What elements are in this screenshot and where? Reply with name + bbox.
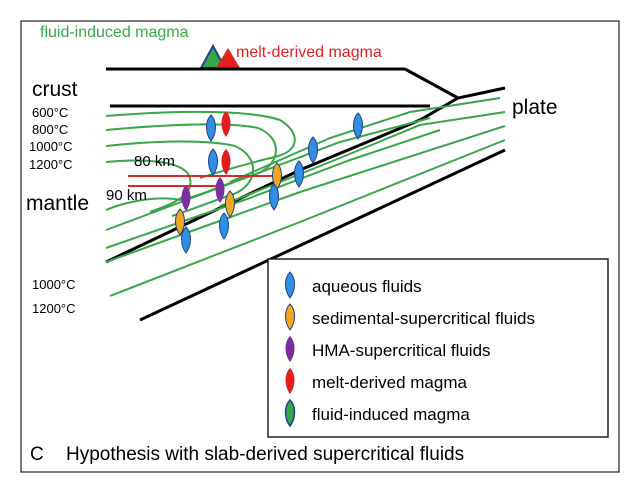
- depth-80km-label: 80 km: [134, 153, 175, 170]
- isotherm-1200-lower-label: 1200°C: [32, 301, 76, 316]
- aqueous-fluid-icon: [206, 114, 216, 142]
- aqueous-fluid-icon: [294, 160, 304, 188]
- isotherm-1000-label: 1000°C: [29, 139, 73, 154]
- legend: aqueous fluids sedimental-supercritical …: [267, 258, 609, 438]
- isotherm-600-label: 600°C: [32, 105, 68, 120]
- isotherm-slab-5: [105, 125, 506, 263]
- legend-item-label: HMA-supercritical fluids: [312, 341, 491, 360]
- melt-derived-magma-icon: [221, 111, 231, 137]
- melt-derived-magma-label: melt-derived magma: [236, 44, 382, 61]
- isotherm-slab-6: [109, 139, 506, 297]
- fluid-markers: [175, 111, 363, 254]
- sedimental-supercritical-fluid-icon: [225, 190, 235, 218]
- isotherm-600: [105, 110, 296, 179]
- isotherm-1200: [105, 159, 192, 213]
- legend-fluid-induced-magma-icon: [284, 399, 296, 427]
- caption-text: Hypothesis with slab-derived supercritic…: [66, 444, 464, 465]
- fluid-induced-magma-label: fluid-induced magma: [40, 24, 189, 41]
- aqueous-fluid-icon: [181, 226, 191, 254]
- depth-90km-label: 90 km: [106, 187, 147, 204]
- isotherm-1000-lower-label: 1000°C: [32, 277, 76, 292]
- isotherm-slab-3: [105, 117, 431, 231]
- isotherm-slab-1: [229, 97, 501, 183]
- crust-label: crust: [32, 78, 78, 101]
- caption-letter: C: [30, 444, 44, 465]
- legend-item-label: aqueous fluids: [312, 277, 422, 296]
- aqueous-fluid-icon: [208, 148, 218, 176]
- isotherm-800-label: 800°C: [32, 122, 68, 137]
- legend-box: [267, 258, 609, 438]
- legend-item-label: fluid-induced magma: [312, 405, 470, 424]
- trench-slope-line: [404, 67, 459, 100]
- isotherm-1000: [105, 140, 254, 217]
- melt-derived-volcano-icon: [216, 48, 240, 68]
- figure-frame: [20, 20, 620, 473]
- aqueous-fluid-icon: [353, 112, 363, 140]
- aqueous-fluid-icon: [269, 183, 279, 211]
- isotherm-1200-label: 1200°C: [29, 157, 73, 172]
- plate-label: plate: [512, 96, 558, 119]
- slab-bottom-line: [139, 148, 506, 322]
- legend-item-label: sedimental-supercritical fluids: [312, 309, 535, 328]
- aqueous-fluid-icon: [219, 212, 229, 240]
- isotherm-inner: [105, 197, 181, 211]
- mantle-label: mantle: [26, 192, 89, 215]
- aqueous-fluid-icon: [308, 136, 318, 164]
- legend-item-label: melt-derived magma: [312, 373, 467, 392]
